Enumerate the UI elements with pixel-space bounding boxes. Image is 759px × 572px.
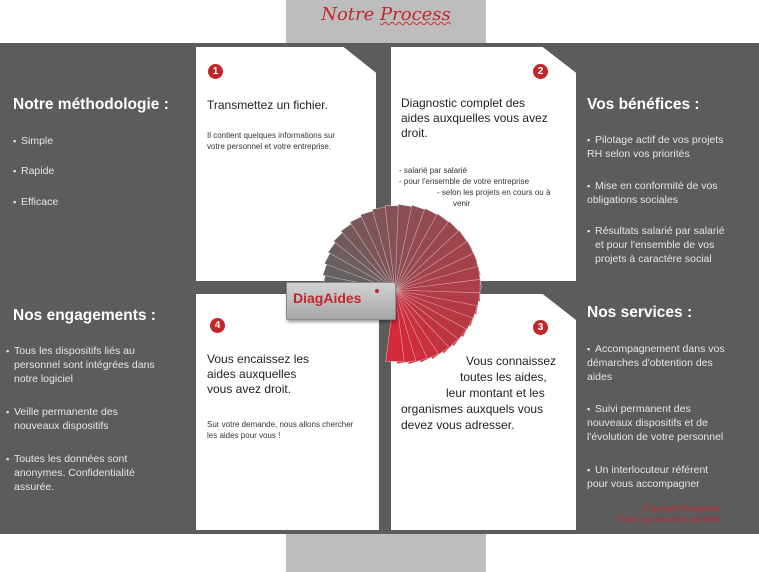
services-title: Nos services : [587, 304, 693, 321]
step-3-heading-line: Vous connaissez [466, 354, 557, 368]
services-item-line: aides [587, 371, 613, 383]
engagements-title: Nos engagements : [13, 307, 156, 324]
services-item-line: Un interlocuteur référent [595, 464, 709, 476]
benefices-item-line: Résultats salarié par salarié [595, 225, 725, 237]
step-3-card: 3 Vous connaissez toutes les aides, leur… [391, 294, 576, 530]
step-4-heading-line: vous avez droit. [207, 382, 292, 396]
title-part-2: Process [380, 4, 451, 25]
step-1-detail-line: votre personnel et votre entreprise. [207, 142, 332, 151]
copyright-line: Toute reproduction interdite [616, 514, 720, 524]
benefices-item-line: Mise en conformité de vos [595, 180, 718, 192]
services-item: Un interlocuteur référent pour vous acco… [587, 463, 709, 491]
methodologie-item-simple: Simple [13, 134, 53, 148]
step-2-heading-line: aides auxquelles vous avez [401, 111, 548, 125]
services-item: Accompagnement dans vos démarches d'obte… [587, 342, 725, 384]
engagements-item-line: Tous les dispositifs liés au [14, 345, 135, 357]
step-3-heading-line: organismes auxquels vous [401, 402, 544, 416]
benefices-item: Résultats salarié par salarié et pour l'… [587, 224, 725, 266]
engagements-item-line: Toutes les données sont [14, 453, 128, 465]
diagaides-badge: DiagAides [286, 282, 396, 320]
copyright-line: Copyright Diagaides [643, 503, 720, 513]
benefices-item-line: RH selon vos priorités [587, 148, 690, 160]
step-2-detail-line: - selon les projets en cours ou à [437, 188, 551, 197]
copyright-notice: Copyright Diagaides Toute reproduction i… [560, 503, 720, 525]
step-2-detail-line: - pour l'ensemble de votre entreprise [399, 177, 530, 186]
engagements-item-line: anonymes. Confidentialité [14, 467, 135, 479]
step-1-detail: Il contient quelques informations sur vo… [207, 130, 335, 152]
engagements-item-line: personnel sont intégrées dans [14, 359, 155, 371]
step-2-card: 2 Diagnostic complet des aides auxquelle… [391, 47, 576, 281]
swatch-blade [385, 289, 405, 362]
swatch-fan-blades [322, 203, 482, 365]
step-4-heading: Vous encaissez les aides auxquelles vous… [207, 352, 309, 397]
step-1-detail-line: Il contient quelques informations sur [207, 131, 336, 140]
step-2-heading-line: Diagnostic complet des [401, 96, 526, 110]
services-item-line: nouveaux dispositifs et de [587, 417, 708, 429]
step-1-number: 1 [208, 64, 223, 79]
step-4-heading-line: aides auxquelles [207, 367, 297, 381]
engagements-item: Tous les dispositifs liés au personnel s… [6, 344, 155, 386]
engagements-item-line: nouveaux dispositifs [14, 420, 109, 432]
step-2-number: 2 [533, 64, 548, 79]
engagements-item-line: assurée. [14, 481, 55, 493]
services-item-line: Suivi permanent des [595, 403, 691, 415]
step-4-detail-line: les aides pour vous ! [207, 431, 281, 440]
title-part-1: Notre [321, 4, 381, 25]
step-1-heading: Transmettez un fichier. [207, 98, 328, 112]
step-4-heading-line: Vous encaissez les [207, 352, 310, 366]
benefices-item-line: Pilotage actif de vos projets [595, 134, 724, 146]
step-2-heading-line: droit. [401, 126, 428, 140]
page-title: Notre Process [286, 4, 486, 25]
benefices-item-line: projets à caractère social [595, 253, 712, 265]
diagaides-label: DiagAides [293, 290, 362, 306]
step-4-detail-line: Sur votre demande, nous allons chercher [207, 420, 354, 429]
services-item-line: Accompagnement dans vos [595, 343, 725, 355]
benefices-item-line: et pour l'ensemble de vos [595, 239, 715, 251]
methodologie-title: Notre méthodologie : [13, 96, 169, 113]
swatch-fan-graphic [322, 203, 482, 365]
step-4-number: 4 [210, 318, 225, 333]
benefices-item-line: obligations sociales [587, 194, 679, 206]
methodologie-item-rapide: Rapide [13, 164, 54, 178]
step-2-detail-line: venir [453, 199, 471, 208]
step-3-heading-line: devez vous adresser. [401, 418, 515, 432]
benefices-title: Vos bénéfices : [587, 96, 700, 113]
step-3-heading-line: toutes les aides, [460, 370, 547, 384]
diagaides-mark [375, 289, 379, 293]
services-item-line: l'évolution de votre personnel [587, 431, 724, 443]
services-item: Suivi permanent des nouveaux dispositifs… [587, 402, 723, 444]
step-2-heading: Diagnostic complet des aides auxquelles … [401, 96, 548, 141]
engagements-item-line: notre logiciel [14, 373, 73, 385]
engagements-item: Veille permanente des nouveaux dispositi… [6, 405, 118, 433]
benefices-item: Mise en conformité de vos obligations so… [587, 179, 718, 207]
engagements-item: Toutes les données sont anonymes. Confid… [6, 452, 135, 494]
services-item-line: pour vous accompagner [587, 478, 700, 490]
engagements-item-line: Veille permanente des [14, 406, 118, 418]
step-3-number: 3 [533, 320, 548, 335]
methodologie-item-efficace: Efficace [13, 195, 58, 209]
step-2-detail-line: - salarié par salarié [399, 166, 468, 175]
services-item-line: démarches d'obtention des [587, 357, 713, 369]
step-3-heading-line: leur montant et les [446, 386, 545, 400]
step-4-detail: Sur votre demande, nous allons chercher … [207, 419, 353, 441]
step-4-card: 4 Vous encaissez les aides auxquelles vo… [196, 294, 379, 530]
benefices-item: Pilotage actif de vos projets RH selon v… [587, 133, 724, 161]
